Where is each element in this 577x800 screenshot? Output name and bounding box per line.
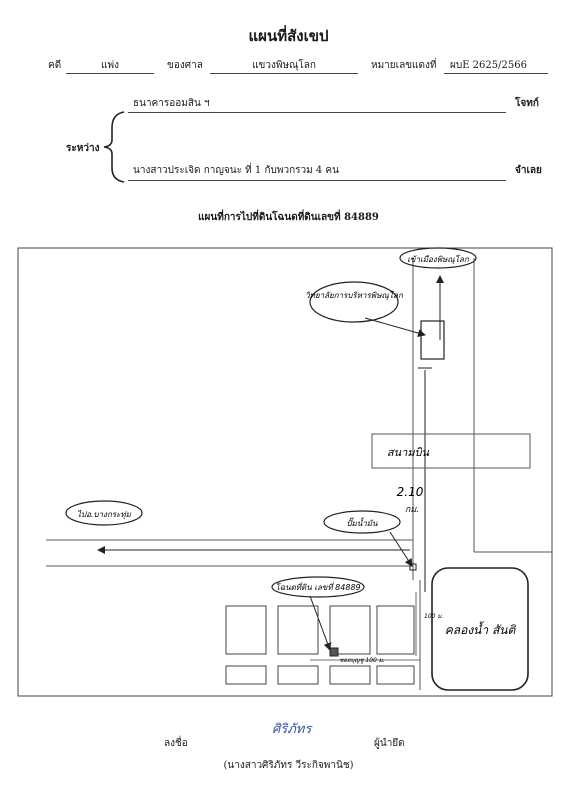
gas-station-label: ปั๊มน้ำมัน [346, 517, 378, 528]
lake-callout [65, 500, 143, 526]
gas-callout [323, 510, 401, 534]
plaintiff-role: โจทก์ [515, 98, 539, 109]
airport-label: สนามบิน [387, 446, 430, 459]
college-building [420, 320, 445, 360]
plot-callout [271, 576, 365, 598]
plot-pointer [309, 595, 332, 651]
signer-name: (นางสาวศิริภัทร วีระกิจพานิช) [223, 760, 354, 771]
sign-label: ลงชื่อ [164, 738, 188, 749]
plot-label: โฉนดที่ดิน เลขที่ 84889 [275, 581, 360, 592]
defendant-name: นางสาวประเจิด กาญจนะ ที่ 1 กับพวกรวม 4 ค… [133, 165, 339, 176]
airport-strip [371, 433, 531, 469]
court-name: แขวงพิษณุโลก [252, 60, 316, 71]
college-pointer [364, 317, 426, 337]
case-type: แพ่ง [101, 60, 119, 71]
brace [103, 111, 125, 183]
distance-unit: กม. [405, 505, 419, 515]
signer-role: ผู้นำยึด [374, 738, 405, 749]
college-label: วิทยาลัยการบริหารพิษณุโลก [305, 290, 404, 301]
to-city-label: เข้าเมืองพิษณุโลก [407, 254, 470, 265]
pond-label: คลองน้ำ สันติ [445, 621, 517, 637]
defendant-role: จำเลย [515, 165, 542, 176]
distance-label: 2.10 [397, 485, 424, 499]
land-plots [225, 605, 415, 685]
college-callout [309, 281, 399, 323]
pond-shape [431, 567, 529, 691]
number-value: ผบE 2625/2566 [450, 60, 527, 71]
map-title: แผนที่การไปที่ดินโฉนดที่ดินเลขที่ 84889 [198, 212, 379, 223]
plaintiff-name: ธนาคารออมสิน ฯ [133, 98, 210, 109]
between-label: ระหว่าง [66, 143, 100, 154]
side-measure: 100 ม. [424, 613, 443, 620]
page-title: แผนที่สังเขป [248, 27, 329, 45]
gas-pointer [389, 531, 413, 567]
gas-station-marker [409, 563, 417, 571]
roads [46, 258, 552, 690]
court-label: ของศาล [167, 60, 203, 71]
target-plot [329, 647, 339, 657]
signature-text: ศิริภัทร [272, 722, 312, 737]
number-label: หมายเลขแดงที่ [371, 60, 437, 71]
map-frame [17, 247, 553, 697]
to-lake-label: ไปอ.บางกระทุ่ม [77, 509, 132, 520]
city-callout [399, 247, 477, 269]
case-label: คดี [48, 60, 62, 71]
bottom-measure: ซอยบุญชู 100 ม. [339, 657, 384, 664]
